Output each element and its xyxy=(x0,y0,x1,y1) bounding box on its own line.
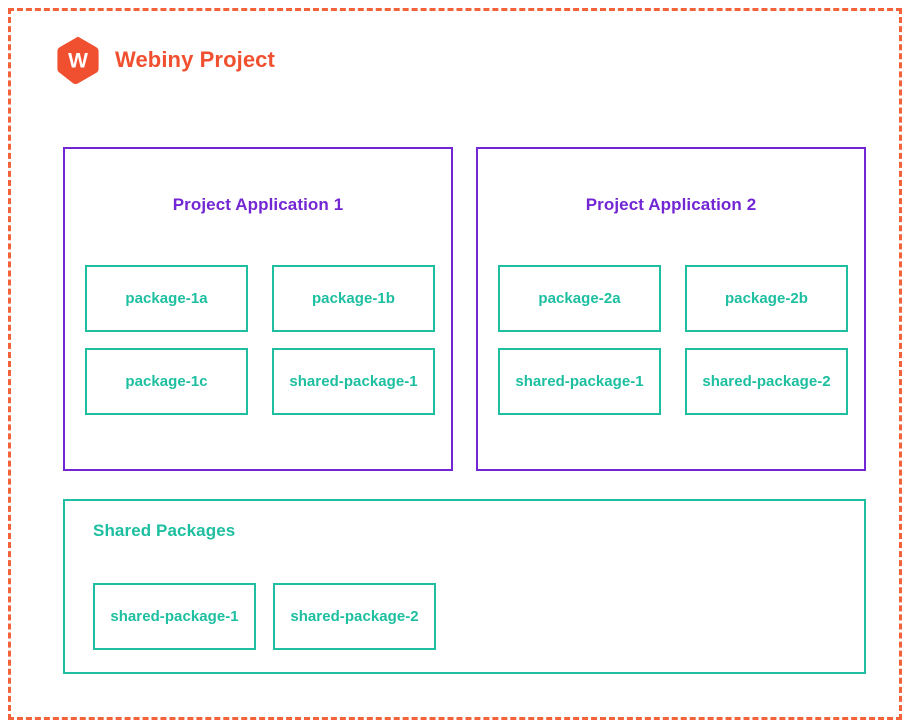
project-application-2-title: Project Application 2 xyxy=(585,195,757,214)
shared-packages-container: Shared Packages shared-package-1 shared-… xyxy=(63,499,866,674)
project-boundary: W Webiny Project Project Application 1 p… xyxy=(8,8,902,720)
package-box[interactable]: package-1c xyxy=(85,348,248,415)
project-header: W Webiny Project xyxy=(55,35,275,85)
package-box[interactable]: package-1b xyxy=(272,265,435,332)
package-box[interactable]: shared-package-2 xyxy=(273,583,436,650)
shared-packages-title: Shared Packages xyxy=(93,521,236,540)
project-application-1-title: Project Application 1 xyxy=(172,195,344,214)
project-application-1-container: Project Application 1 package-1a package… xyxy=(63,147,453,471)
webiny-logo-icon: W xyxy=(57,36,99,85)
package-box[interactable]: package-2a xyxy=(498,265,661,332)
page-title: Webiny Project xyxy=(115,47,275,72)
package-box[interactable]: shared-package-1 xyxy=(272,348,435,415)
shared-packages-grid: shared-package-1 shared-package-2 xyxy=(93,583,436,650)
project-application-2-container: Project Application 2 package-2a package… xyxy=(476,147,866,471)
project-application-1-package-grid: package-1a package-1b package-1c shared-… xyxy=(85,265,435,415)
package-box[interactable]: shared-package-2 xyxy=(685,348,848,415)
package-box[interactable]: package-1a xyxy=(85,265,248,332)
package-box[interactable]: package-2b xyxy=(685,265,848,332)
svg-text:W: W xyxy=(68,50,88,73)
package-box[interactable]: shared-package-1 xyxy=(498,348,661,415)
project-application-2-package-grid: package-2a package-2b shared-package-1 s… xyxy=(498,265,848,415)
package-box[interactable]: shared-package-1 xyxy=(93,583,256,650)
